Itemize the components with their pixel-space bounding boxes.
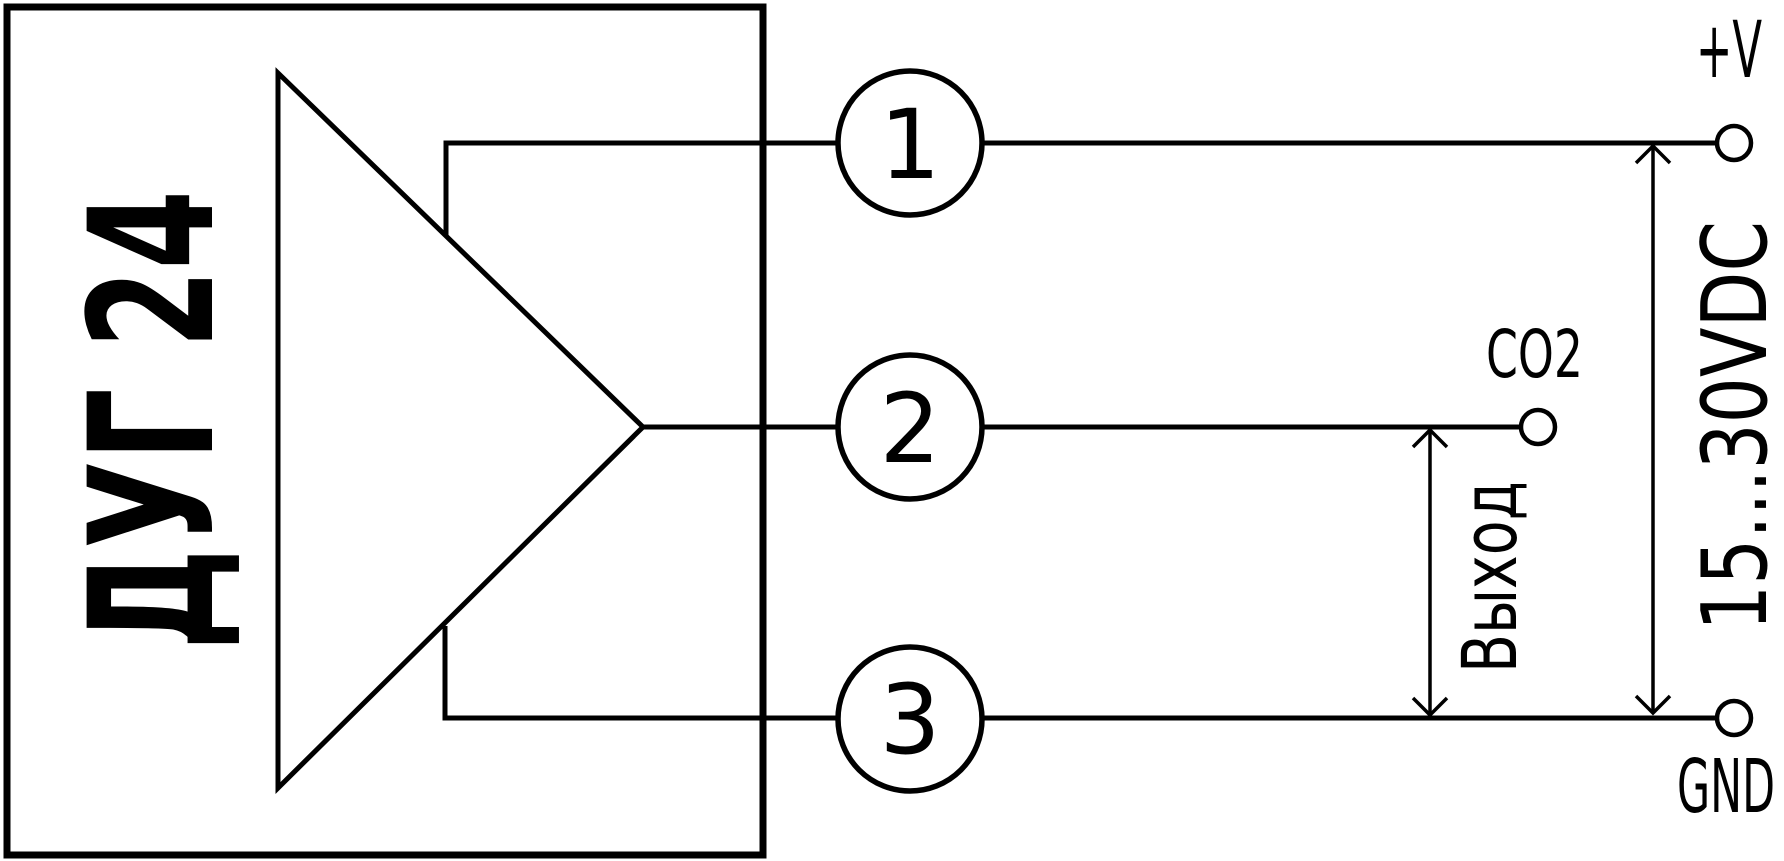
- terminal-number-3: 3: [879, 664, 940, 776]
- terminal-circle-2: [835, 352, 985, 502]
- terminal-circle-1: [835, 68, 985, 218]
- device-label: ДУГ 24: [52, 190, 253, 650]
- wire-3-left: [442, 626, 838, 721]
- co2-terminal-point: [1518, 407, 1558, 447]
- output-arrow-down-icon: [1411, 696, 1449, 718]
- terminal-number-1: 1: [879, 89, 940, 201]
- plus-v-terminal-point: [1714, 123, 1754, 163]
- supply-arrow-up-icon: [1634, 143, 1672, 165]
- supply-arrow-down-icon: [1634, 694, 1672, 716]
- gnd-label: GND: [1677, 744, 1775, 830]
- output-arrow-up-icon: [1411, 427, 1449, 449]
- plus-v-label: +V: [1696, 6, 1762, 96]
- gnd-terminal-point: [1714, 698, 1754, 738]
- wire-1-left: [443, 140, 838, 236]
- terminal-number-2: 2: [879, 373, 940, 485]
- supply-range-label: 15...30VDC: [1683, 221, 1784, 631]
- co2-label: CO2: [1486, 316, 1583, 393]
- sensor-body-box: [3, 3, 767, 859]
- output-label: Выход: [1445, 481, 1534, 673]
- sensor-triangle-symbol: [275, 67, 647, 794]
- terminal-circle-3: [835, 644, 985, 794]
